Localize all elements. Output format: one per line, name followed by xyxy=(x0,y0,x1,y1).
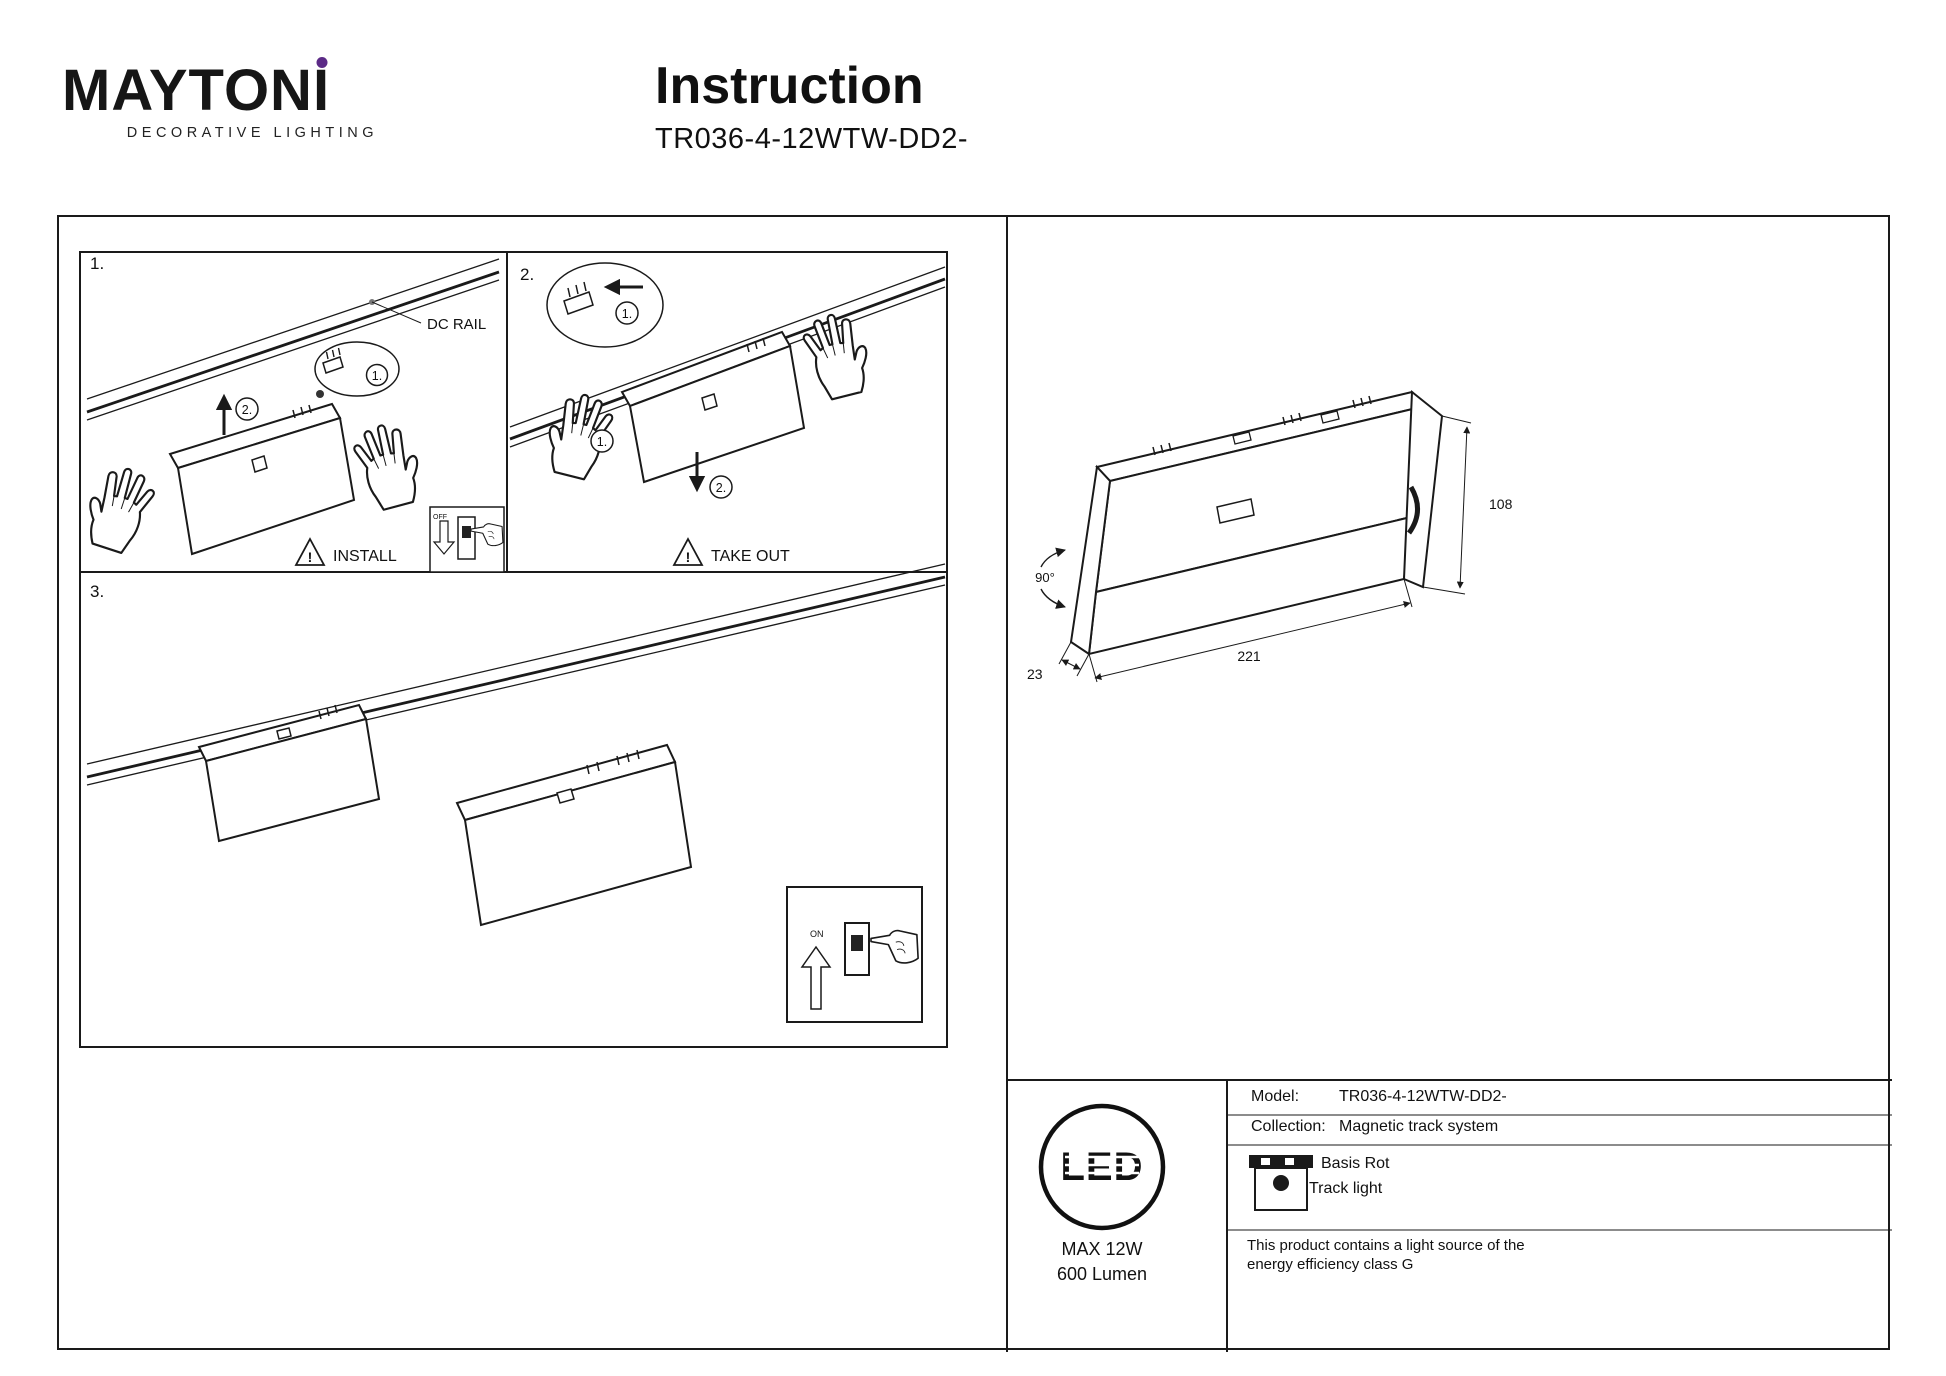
max-power: MAX 12W xyxy=(1061,1239,1142,1259)
maytoni-logo: MAYTONI DECORATIVE LIGHTING xyxy=(62,57,378,141)
collection-label: Collection: xyxy=(1251,1118,1326,1135)
warning-triangle-icon xyxy=(294,537,326,566)
step2-badge: 2. xyxy=(716,481,726,495)
install-caption: INSTALL xyxy=(333,548,397,565)
figure-mounted: 3. xyxy=(86,563,946,1023)
left-hand-icon xyxy=(77,459,160,558)
dim-108: 108 xyxy=(1489,496,1513,512)
dimension-depth: 23 xyxy=(1027,641,1090,682)
pivot-detail xyxy=(1406,485,1420,535)
rotation-angle: 90° xyxy=(1035,547,1066,609)
led-badge: LED MAX 12W 600 Lumen xyxy=(1038,1103,1166,1284)
takeout-caption: TAKE OUT xyxy=(711,548,790,565)
power-off-inset: OFF xyxy=(429,506,505,573)
on-label: ON xyxy=(810,929,824,939)
product-type: Track light xyxy=(1309,1180,1383,1197)
dim-23: 23 xyxy=(1027,666,1043,682)
step2-badge: 2. xyxy=(242,403,252,417)
page-title: Instruction xyxy=(655,57,924,115)
track-light-fixture xyxy=(620,330,806,484)
figure2-label: 2. xyxy=(520,265,534,284)
base-type: Basis Rot xyxy=(1321,1155,1390,1172)
logo-main-text: MAYTON xyxy=(62,58,313,123)
warning-triangle-icon xyxy=(672,537,704,566)
table-row-lines xyxy=(1227,1114,1892,1231)
led-circle-icon xyxy=(1038,1103,1166,1231)
up-arrow-outline-icon xyxy=(800,945,832,1010)
track-light-fixture xyxy=(168,390,356,556)
power-on-inset: ON xyxy=(786,886,923,1023)
magnifier-callout: 1. xyxy=(546,262,664,348)
collection-value: Magnetic track system xyxy=(1339,1118,1499,1135)
track-rail xyxy=(86,258,500,421)
energy-note-line1: This product contains a light source of … xyxy=(1247,1237,1525,1254)
warning-mark: ! xyxy=(308,549,313,565)
luminous-flux: 600 Lumen xyxy=(1057,1264,1147,1284)
figure-takeout: 2. 1. xyxy=(509,262,946,566)
logo-subtitle: DECORATIVE LIGHTING xyxy=(126,125,378,141)
step1-badge: 1. xyxy=(622,307,632,321)
dimension-height: 108 xyxy=(1422,415,1513,595)
instruction-diagram-box: 1. DC RAIL xyxy=(57,215,1892,1352)
right-hand-icon xyxy=(798,307,877,404)
figure-install: 1. DC RAIL xyxy=(77,254,505,573)
logo-letter-i: I xyxy=(313,57,330,120)
energy-note-line2: energy efficiency class G xyxy=(1247,1256,1414,1273)
logo-wordmark: MAYTONI xyxy=(62,57,378,120)
frame-lines xyxy=(79,217,1892,1352)
dim-90deg: 90° xyxy=(1035,570,1055,585)
led-text: LED xyxy=(1061,1145,1144,1189)
title-block: Instruction TR036-4-12WTW-DD2- xyxy=(655,56,968,156)
right-hand-icon xyxy=(349,417,429,515)
down-arrow-outline-icon xyxy=(432,520,456,555)
step1-badge: 1. xyxy=(372,369,382,383)
mounted-fixture xyxy=(197,703,381,843)
figure1-label: 1. xyxy=(90,254,104,273)
dc-rail-label: DC RAIL xyxy=(427,316,486,333)
model-label: Model: xyxy=(1251,1088,1300,1105)
warning-mark: ! xyxy=(686,549,691,565)
dimension-length: 221 xyxy=(1088,578,1413,683)
track-system-icon xyxy=(1249,1155,1313,1211)
off-label: OFF xyxy=(433,514,447,521)
step1-badge: 1. xyxy=(597,435,607,449)
figure3-label: 3. xyxy=(90,582,104,601)
dim-221: 221 xyxy=(1237,648,1261,664)
fixture-3d-body xyxy=(1069,389,1444,656)
logo-i-glyph: I xyxy=(312,58,331,123)
technical-drawing: 108 221 23 xyxy=(1027,389,1513,683)
diagram-svg: 1. DC RAIL xyxy=(77,217,1892,1352)
logo-dot-icon xyxy=(316,57,328,68)
model-value: TR036-4-12WTW-DD2- xyxy=(1339,1088,1507,1105)
magnifier-callout: 1. xyxy=(314,341,400,397)
model-number: TR036-4-12WTW-DD2- xyxy=(655,123,969,155)
detached-fixture xyxy=(455,743,693,927)
